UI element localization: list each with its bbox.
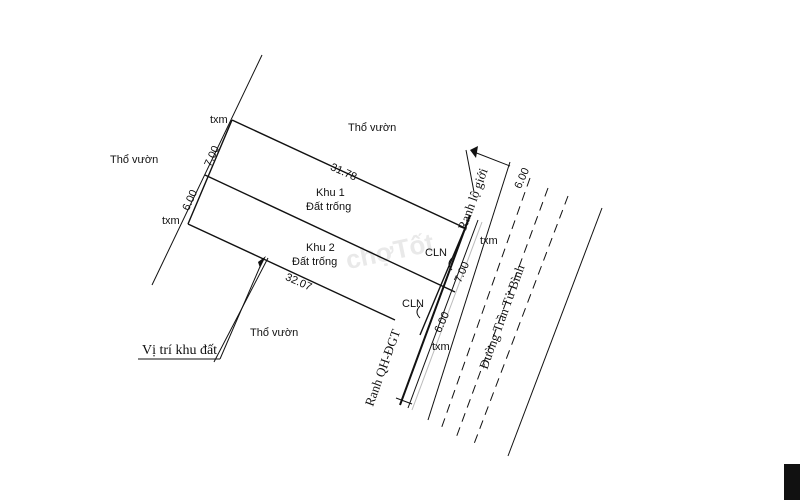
plot-top-edge — [231, 119, 466, 229]
dimension-top-length: 31.78 — [328, 161, 358, 183]
plot-right-thin-line — [411, 221, 483, 411]
road-edge-near — [427, 161, 511, 421]
plot-bottom-edge — [187, 223, 396, 321]
left-diagonal-line — [151, 54, 263, 286]
planning-boundary-line — [407, 219, 479, 409]
location-pointer-line — [219, 261, 263, 360]
dimension-left-khu1: 7.00 — [202, 144, 222, 168]
location-pointer-arrow — [258, 256, 266, 268]
setback-arrow — [465, 149, 475, 193]
plot-left-edge — [187, 119, 233, 225]
road-name-label: Đường Trần Tử Bình — [476, 262, 528, 371]
cln-label-lower: CLN — [402, 298, 424, 310]
watermark: chợTốt — [343, 227, 437, 275]
khu1-name: Khu 1 — [316, 187, 345, 199]
khu2-name: Khu 2 — [306, 242, 335, 254]
boundary-limit-line — [399, 214, 471, 406]
road-edge-dashed — [473, 195, 569, 445]
cln-label-upper: CLN — [425, 247, 447, 259]
txm-top-left: txm — [210, 114, 228, 126]
dimension-left-khu2: 6.00 — [180, 188, 200, 212]
setback-arrow-head — [470, 146, 478, 158]
txm-bottom-right: txm — [432, 341, 450, 353]
dimension-right-khu1: 7.00 — [452, 260, 472, 284]
txm-mid-right: txm — [480, 235, 498, 247]
road-edge-far — [507, 207, 603, 457]
garden-label-top: Thổ vườn — [348, 122, 396, 134]
setback-bottom-tick — [395, 397, 413, 405]
corner-mark — [784, 464, 800, 500]
cln-marker-lower — [416, 305, 421, 319]
plot-middle-edge — [204, 174, 456, 293]
garden-label-left: Thổ vườn — [110, 154, 158, 166]
txm-mid-left: txm — [162, 215, 180, 227]
dimension-right-khu2: 6.00 — [432, 310, 452, 334]
dimension-road-setback: 6.00 — [512, 166, 532, 190]
garden-label-bottom: Thổ vườn — [250, 327, 298, 339]
cln-marker-upper — [448, 257, 453, 271]
khu1-status: Đất trống — [306, 201, 351, 213]
road-centerline-1 — [439, 177, 531, 433]
plot-right-edge-lower — [419, 291, 439, 336]
setback-tick-1 — [473, 151, 511, 167]
location-label: Vị trí khu đất — [142, 343, 217, 358]
khu2-status: Đất trống — [292, 256, 337, 268]
boundary-limit-label: Ranh lộ giới — [454, 166, 490, 232]
planning-boundary-label: Ranh QH-ĐGT — [362, 327, 404, 408]
